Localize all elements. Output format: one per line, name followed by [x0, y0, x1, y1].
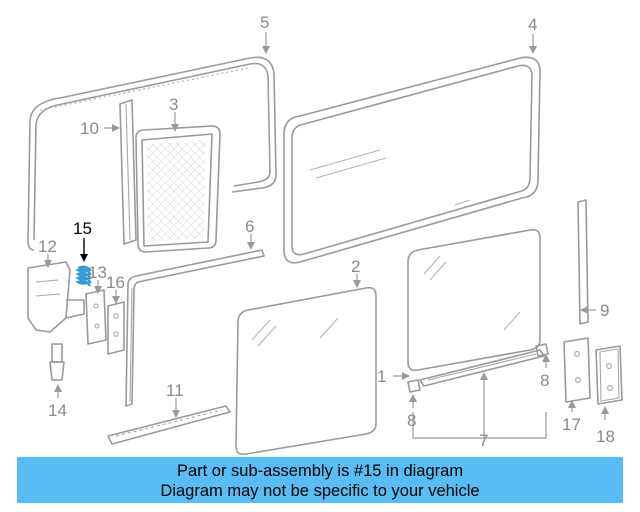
callout-15: 15 — [73, 219, 92, 238]
callout-14: 14 — [48, 401, 67, 420]
callout-8-left: 8 — [407, 411, 416, 430]
callout-1: 1 — [377, 367, 386, 386]
part-5-channel-seal — [27, 56, 277, 251]
callout-7: 7 — [479, 431, 488, 450]
callout-10: 10 — [80, 119, 99, 138]
parts-diagram: 5 4 3 10 6 2 9 12 15 13 16 14 11 1 8 8 7… — [27, 13, 623, 456]
part-18-plate — [595, 345, 623, 405]
callout-8-right: 8 — [540, 371, 549, 390]
callout-6: 6 — [245, 217, 254, 236]
part-15-spring — [75, 265, 92, 287]
part-17-plate — [563, 337, 591, 403]
part-16-bracket — [107, 301, 125, 355]
callout-labels: 5 4 3 10 6 2 9 12 15 13 16 14 11 1 8 8 7… — [38, 13, 615, 450]
info-banner: Part or sub-assembly is #15 in diagram D… — [17, 457, 623, 503]
part-9-vertical-strip — [577, 199, 589, 325]
callout-4: 4 — [528, 15, 537, 34]
part-8-clip — [407, 343, 549, 393]
callout-18: 18 — [596, 427, 615, 446]
callout-12: 12 — [38, 237, 57, 256]
callout-16: 16 — [106, 273, 125, 292]
part-3-vent-glass — [135, 125, 221, 253]
callout-2: 2 — [351, 257, 360, 276]
banner-part-note: Part or sub-assembly is #15 in diagram — [176, 462, 464, 480]
banner-disclaimer: Diagram may not be specific to your vehi… — [160, 482, 480, 500]
callout-17: 17 — [562, 415, 581, 434]
part-6-channel-strip — [125, 249, 265, 407]
callout-11: 11 — [166, 381, 184, 400]
part-7-track — [419, 349, 545, 387]
part-11-sill-strip — [107, 405, 231, 445]
callout-3: 3 — [169, 95, 178, 114]
part-12-latch-housing — [27, 261, 85, 333]
part-10-division-bar — [119, 99, 137, 245]
callout-9: 9 — [600, 301, 609, 320]
part-1-sliding-glass — [407, 228, 541, 372]
callout-13: 13 — [88, 263, 107, 282]
part-13-hinge-plate — [85, 289, 107, 345]
part-4-quarter-glass — [283, 56, 541, 264]
part-2-door-glass — [235, 286, 377, 456]
part-14-knob — [49, 343, 65, 381]
leader-lines — [44, 32, 609, 439]
callout-5: 5 — [260, 13, 269, 32]
